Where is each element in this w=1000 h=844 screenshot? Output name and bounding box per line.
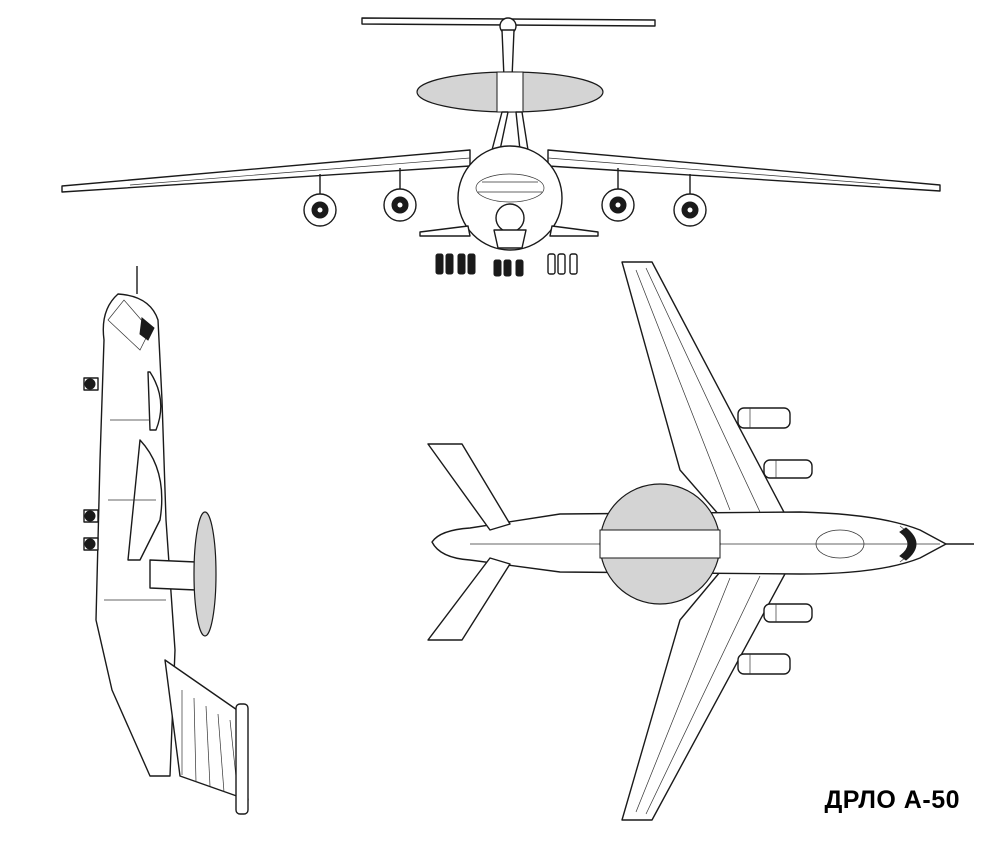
- engine-top-2: [763, 459, 813, 479]
- engine-side-1: [83, 377, 99, 391]
- engine-top-3: [763, 603, 813, 623]
- engine-top-1: [737, 407, 791, 429]
- wing-upper: [621, 261, 787, 517]
- diagram-title: ДРЛО А-50: [824, 786, 960, 814]
- engine-top-4: [737, 653, 791, 675]
- engine-front-2: [383, 168, 417, 222]
- engine-front-3: [601, 168, 635, 222]
- top-view: [427, 261, 974, 821]
- stabilizer-upper: [427, 443, 511, 531]
- engine-front-4: [673, 174, 707, 227]
- side-view: [83, 266, 249, 815]
- engine-front-1: [303, 174, 337, 227]
- wing-lower: [621, 571, 787, 821]
- landing-gear-front: [435, 253, 578, 277]
- fuselage-front: [457, 145, 563, 251]
- engine-side-3: [83, 537, 99, 551]
- radome-side: [193, 511, 217, 637]
- engine-side-2: [83, 509, 99, 523]
- stabilizer-lower: [427, 557, 511, 641]
- front-view: [61, 17, 941, 277]
